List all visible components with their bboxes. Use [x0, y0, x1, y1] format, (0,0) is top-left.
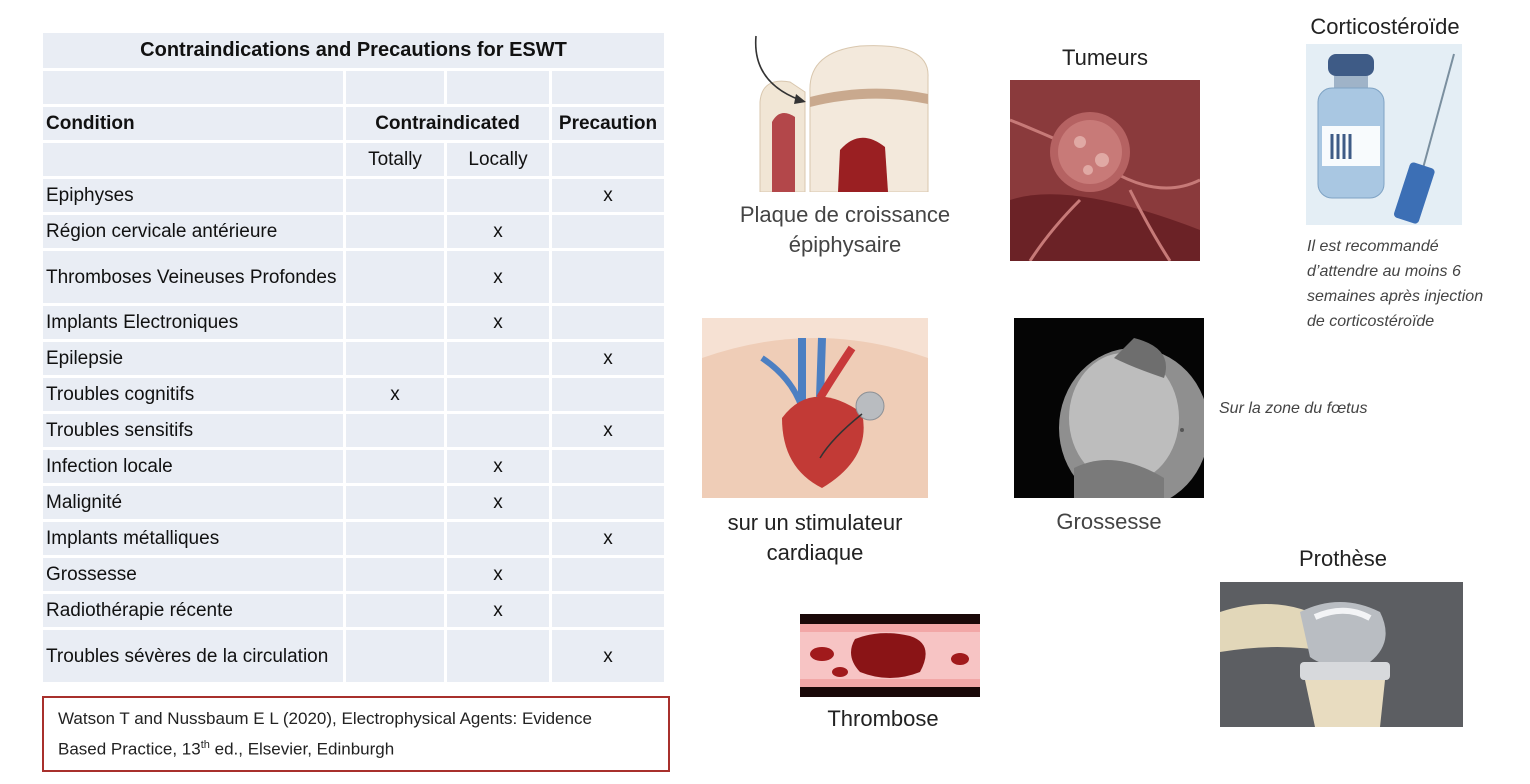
pregnancy-image — [1014, 318, 1204, 498]
pregnancy-caption: Grossesse — [1056, 509, 1162, 534]
tumor-image — [1010, 80, 1200, 261]
reference-line-1: Watson T and Nussbaum E L (2020), Electr… — [58, 709, 592, 728]
prosthesis-image — [1220, 582, 1463, 727]
corticosteroid-image — [1306, 44, 1462, 225]
thrombosis-caption: Thrombose — [827, 706, 939, 731]
growth-plate-image — [750, 32, 940, 192]
table-title: Contraindications and Precautions for ES… — [43, 33, 665, 68]
thrombosis-image — [800, 614, 980, 697]
pacemaker-image — [702, 318, 928, 498]
reference-box: Watson T and Nussbaum E L (2020), Electr… — [42, 696, 670, 772]
prosthesis-caption: Prothèse — [1298, 546, 1388, 571]
corticosteroid-note: Il est recommandé d’attendre au moins 6 … — [1307, 238, 1484, 330]
header-contraindicated: Contraindicated — [346, 107, 549, 140]
header-condition: Condition — [43, 107, 343, 140]
header-totally: Totally — [346, 143, 444, 176]
corticosteroid-caption: Corticostéroïde — [1310, 14, 1460, 39]
header-locally: Locally — [447, 143, 549, 176]
header-precaution: Precaution — [552, 107, 665, 140]
growth-plate-caption: Plaque de croissance épiphysaire — [739, 202, 951, 257]
tumors-caption: Tumeurs — [1062, 45, 1148, 70]
pregnancy-note: Sur la zone du fœtus — [1219, 400, 1368, 417]
reference-line-2: Based Practice, 13th ed., Elsevier, Edin… — [58, 739, 395, 759]
pacemaker-caption: sur un stimulateur cardiaque — [727, 510, 903, 565]
contraindications-table: Contraindications and Precautions for ES… — [40, 30, 665, 685]
